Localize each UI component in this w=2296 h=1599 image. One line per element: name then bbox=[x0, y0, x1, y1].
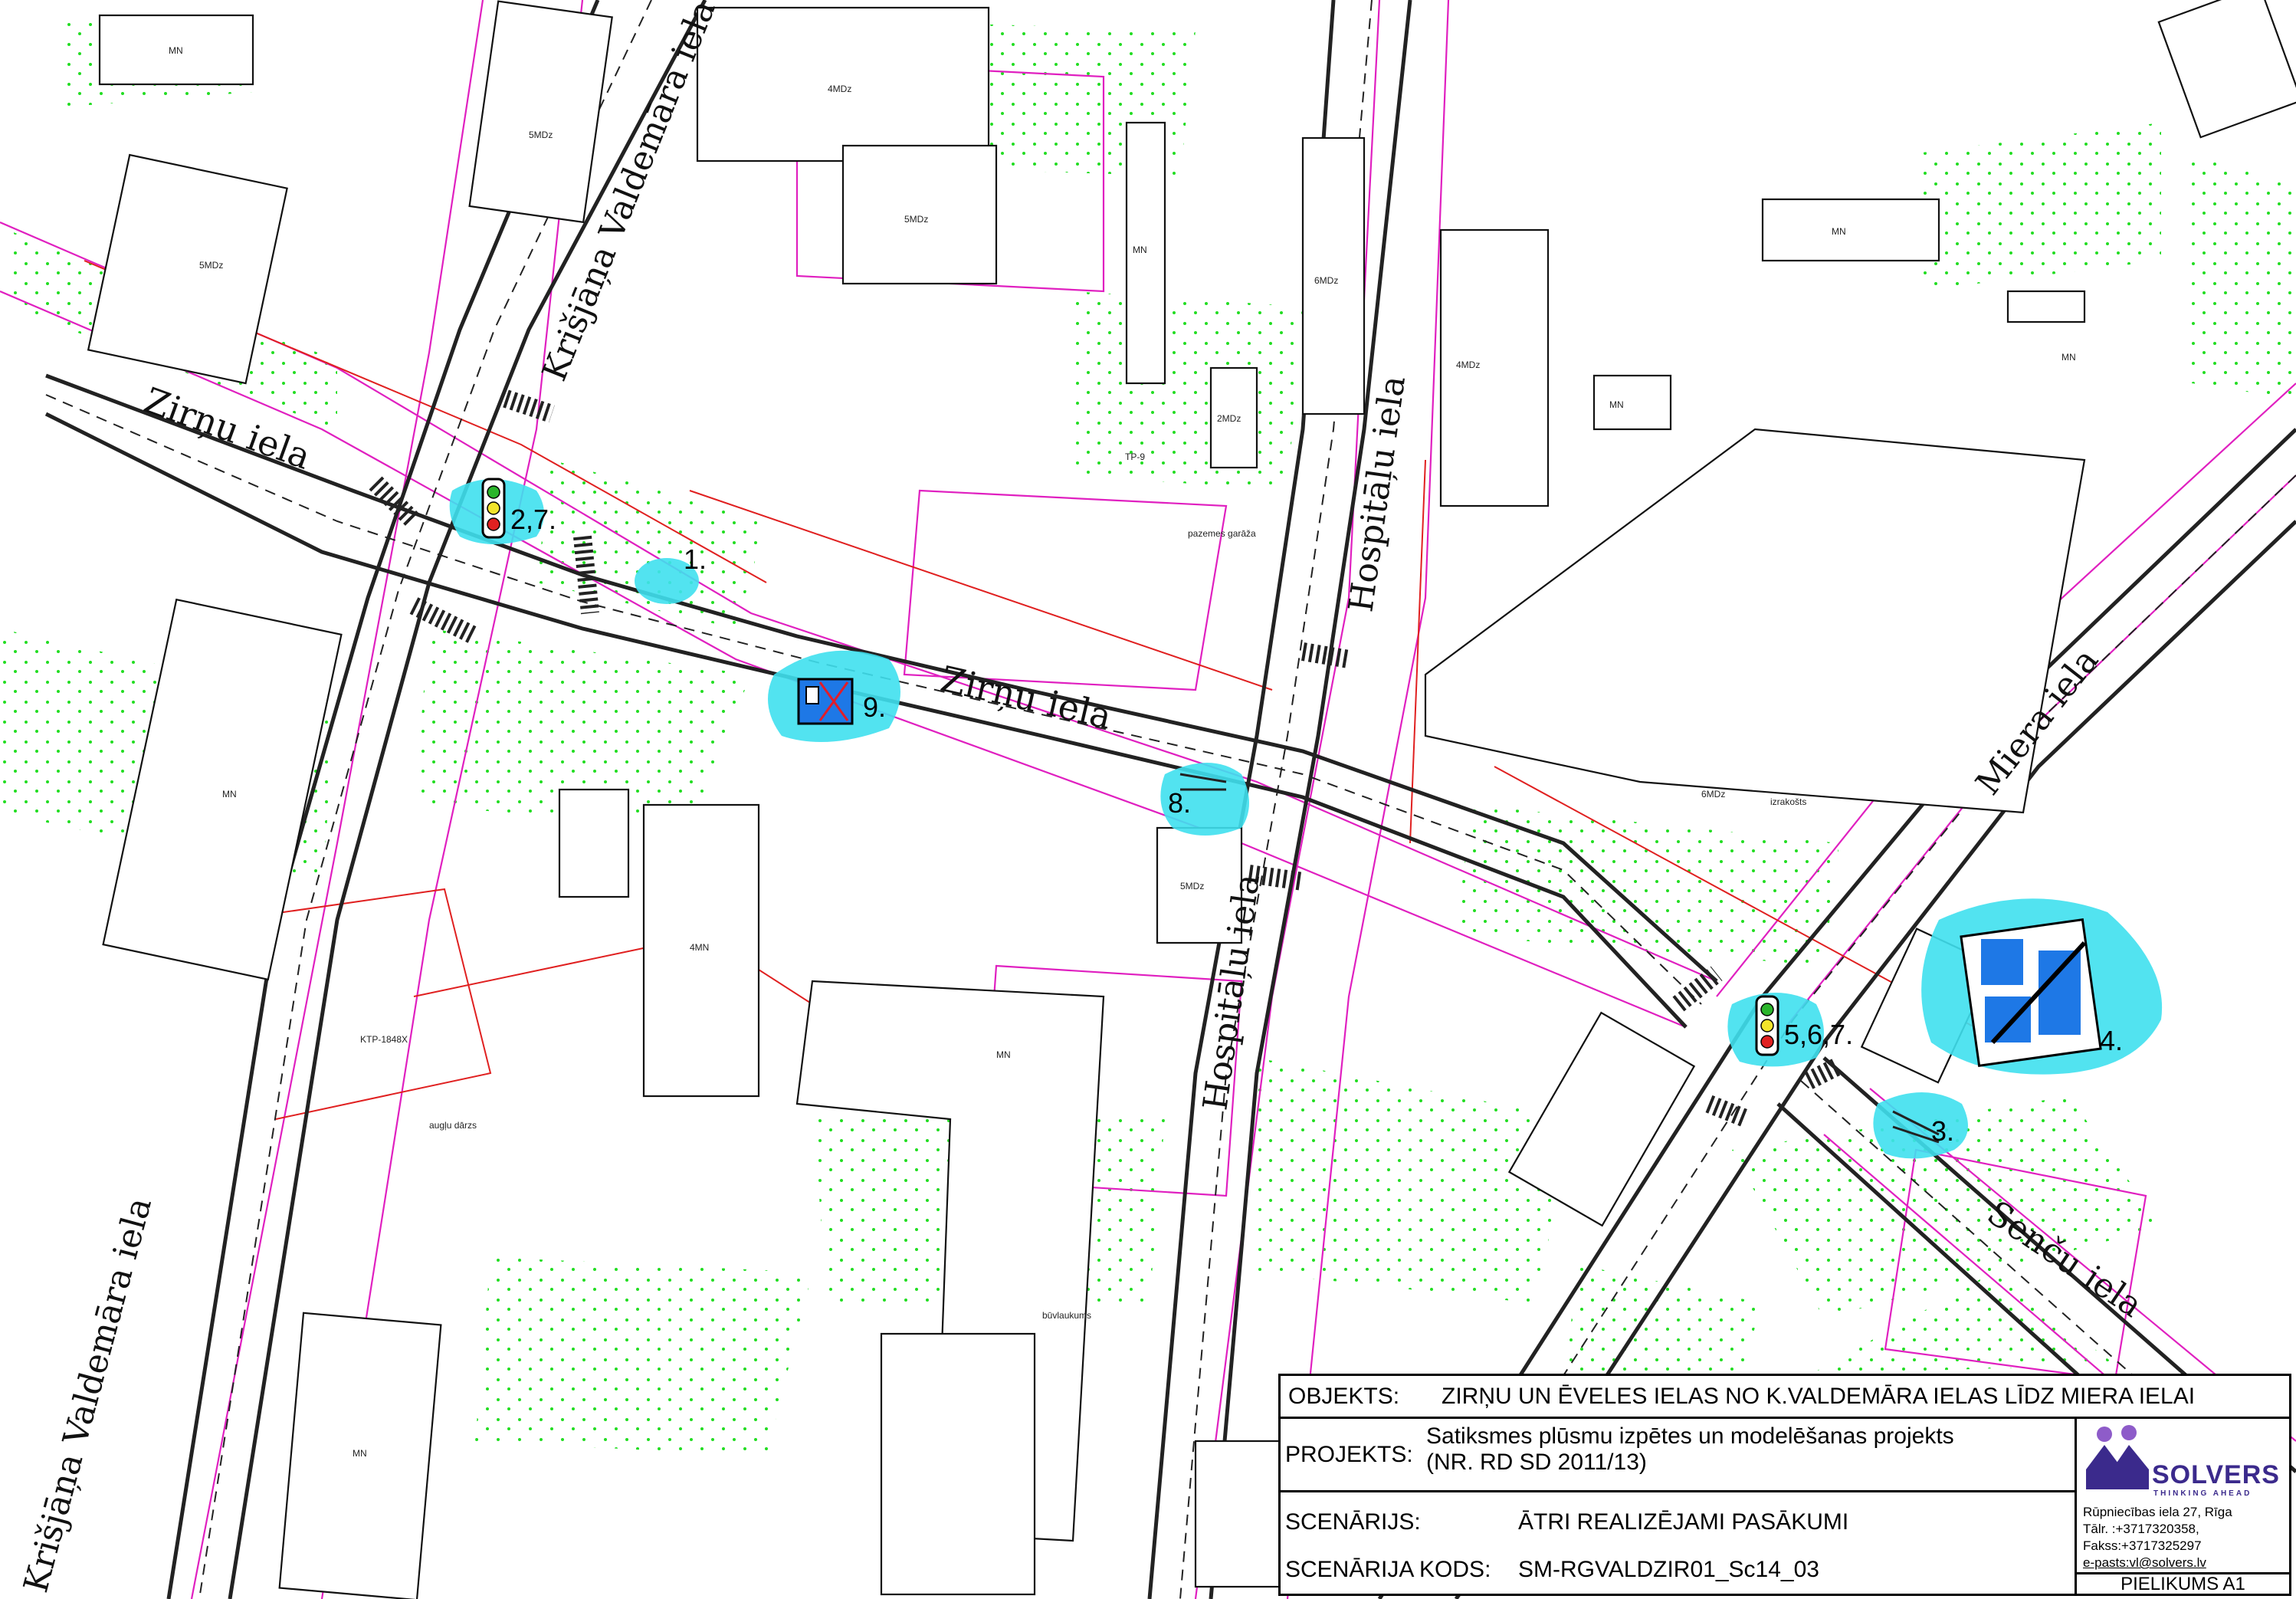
svg-text:MN: MN bbox=[169, 45, 183, 56]
marker-9: 9. bbox=[768, 650, 900, 742]
marker-2-7: 2,7. bbox=[449, 478, 556, 544]
note-augludarzs: augļu dārzs bbox=[429, 1120, 477, 1131]
building bbox=[558, 788, 630, 898]
svg-text:4MDz: 4MDz bbox=[1456, 360, 1480, 370]
svg-text:5MDz: 5MDz bbox=[529, 130, 553, 140]
street-label-kvaldemara-south: Krišjāņa Valdemāra iela bbox=[16, 1194, 159, 1597]
svg-text:MN: MN bbox=[222, 789, 237, 800]
note-pazemes: pazemes garāža bbox=[1188, 528, 1256, 539]
note-buvlaukums: būvlaukums bbox=[1042, 1310, 1091, 1321]
building: 4MDz bbox=[1439, 228, 1550, 507]
building bbox=[2006, 290, 2086, 323]
svg-text:6MDz: 6MDz bbox=[1314, 275, 1338, 286]
traffic-light-icon bbox=[481, 478, 506, 539]
svg-text:MN: MN bbox=[353, 1448, 367, 1459]
company-logo-text: SOLVERS bbox=[2152, 1460, 2280, 1489]
building: 5MDz bbox=[1156, 826, 1243, 944]
building bbox=[880, 1332, 1036, 1596]
traffic-light-icon bbox=[1755, 995, 1779, 1056]
title-block: OBJEKTS: ZIRŅU UN ĒVELES IELAS NO K.VALD… bbox=[1278, 1374, 2291, 1596]
projekts-value-line1: Satiksmes plūsmu izpētes un modelēšanas … bbox=[1426, 1423, 1954, 1449]
building: MN bbox=[278, 1312, 442, 1599]
building: 5MDz bbox=[468, 0, 613, 224]
svg-text:9.: 9. bbox=[863, 691, 886, 723]
scenarijs-value: ĀTRI REALIZĒJAMI PASĀKUMI bbox=[1518, 1509, 1849, 1535]
scenarijs-row: SCENĀRIJS: ĀTRI REALIZĒJAMI PASĀKUMI bbox=[1281, 1492, 2075, 1545]
svg-text:MN: MN bbox=[1133, 245, 1147, 255]
lane-diagram-icon bbox=[1960, 918, 2102, 1068]
building: 4MN bbox=[642, 803, 760, 1098]
svg-text:6MDz: 6MDz bbox=[1701, 789, 1725, 800]
building: MN bbox=[1761, 198, 1940, 262]
map-notes: augļu dārzs būvlaukums izrakošts KTP-184… bbox=[360, 451, 1806, 1321]
company-email-link[interactable]: e-pasts:vl@solvers.lv bbox=[2083, 1555, 2206, 1570]
building: 4MDz bbox=[696, 6, 990, 163]
pielikums-label: PIELIKUMS A1 bbox=[2075, 1572, 2289, 1594]
marker-1: 1. bbox=[635, 543, 707, 604]
svg-text:8.: 8. bbox=[1168, 787, 1191, 819]
solvers-logo-icon bbox=[2086, 1425, 2149, 1489]
company-tagline: THINKING AHEAD bbox=[2153, 1489, 2252, 1498]
svg-text:MN: MN bbox=[996, 1049, 1011, 1060]
note-ktp: KTP-1848X bbox=[360, 1034, 408, 1045]
svg-text:5,6,7.: 5,6,7. bbox=[1784, 1019, 1853, 1050]
building: MN bbox=[1125, 121, 1166, 385]
street-label-zirnu-center: Zirņu iela bbox=[937, 658, 1116, 737]
marker-4: 4. bbox=[1921, 898, 2163, 1075]
svg-text:5MDz: 5MDz bbox=[1180, 881, 1204, 891]
building: MN bbox=[98, 14, 254, 86]
svg-text:MN: MN bbox=[2061, 352, 2076, 363]
company-address: Rūpniecības iela 27, Rīga bbox=[2083, 1505, 2232, 1519]
company-fax: Fakss:+3717325297 bbox=[2083, 1538, 2202, 1553]
building bbox=[2157, 0, 2296, 139]
building: 6MDz bbox=[1301, 136, 1366, 415]
svg-text:4MDz: 4MDz bbox=[828, 84, 851, 94]
scenarija-kods-row: SCENĀRIJA KODS: SM-RGVALDZIR01_Sc14_03 bbox=[1281, 1545, 2075, 1594]
note-tp: TP-9 bbox=[1125, 451, 1145, 462]
building: MN bbox=[102, 598, 343, 981]
svg-text:2,7.: 2,7. bbox=[510, 504, 556, 535]
marker-8: 8. bbox=[1160, 763, 1249, 836]
objekts-key: OBJEKTS: bbox=[1288, 1384, 1400, 1409]
svg-text:5MDz: 5MDz bbox=[199, 260, 223, 271]
note-izrakoots: izrakošts bbox=[1770, 796, 1806, 807]
objekts-row: OBJEKTS: ZIRŅU UN ĒVELES IELAS NO K.VALD… bbox=[1281, 1376, 2289, 1419]
svg-text:3.: 3. bbox=[1931, 1115, 1954, 1147]
projekts-row: PROJEKTS: Satiksmes plūsmu izpētes un mo… bbox=[1281, 1419, 2075, 1492]
svg-text:2MDz: 2MDz bbox=[1217, 413, 1241, 424]
building: MN bbox=[1592, 374, 1672, 431]
scenarija-kods-value: SM-RGVALDZIR01_Sc14_03 bbox=[1518, 1557, 1819, 1582]
svg-text:MN: MN bbox=[1832, 226, 1846, 237]
scenarija-kods-key: SCENĀRIJA KODS: bbox=[1285, 1557, 1491, 1582]
building: 2MDz bbox=[1209, 366, 1258, 469]
svg-text:4.: 4. bbox=[2100, 1025, 2123, 1056]
scenarijs-key: SCENĀRIJS: bbox=[1285, 1509, 1421, 1535]
marker-5-6-7: 5,6,7. bbox=[1727, 993, 1853, 1067]
objekts-value: ZIRŅU UN ĒVELES IELAS NO K.VALDEMĀRA IEL… bbox=[1442, 1384, 2196, 1409]
roads bbox=[44, 0, 2296, 1599]
building bbox=[1194, 1440, 1289, 1588]
svg-text:5MDz: 5MDz bbox=[904, 214, 928, 225]
building bbox=[1507, 1011, 1696, 1227]
callouts: 1. 2,7. 9. 8. bbox=[449, 478, 2163, 1159]
projekts-value-line2: (NR. RD SD 2011/13) bbox=[1426, 1450, 1647, 1475]
no-parking-sign-icon bbox=[797, 678, 854, 725]
building: 5MDz bbox=[87, 153, 288, 385]
marker-3: 3. bbox=[1873, 1092, 1968, 1159]
building: 5MDz bbox=[841, 144, 998, 285]
company-phone: Tālr. :+3717320358, bbox=[2083, 1522, 2199, 1536]
company-info: SOLVERS THINKING AHEAD Rūpniecības iela … bbox=[2075, 1419, 2289, 1572]
svg-text:1.: 1. bbox=[684, 543, 707, 575]
projekts-key: PROJEKTS: bbox=[1285, 1442, 1413, 1467]
svg-text:MN: MN bbox=[1609, 399, 1624, 410]
svg-text:4MN: 4MN bbox=[690, 942, 709, 953]
building: 6MDz bbox=[1424, 428, 2086, 814]
buildings: 5MDz MN 5MDz 4MDz 5MDz MN 6MDz 2MDz 4MDz… bbox=[87, 0, 2296, 1599]
